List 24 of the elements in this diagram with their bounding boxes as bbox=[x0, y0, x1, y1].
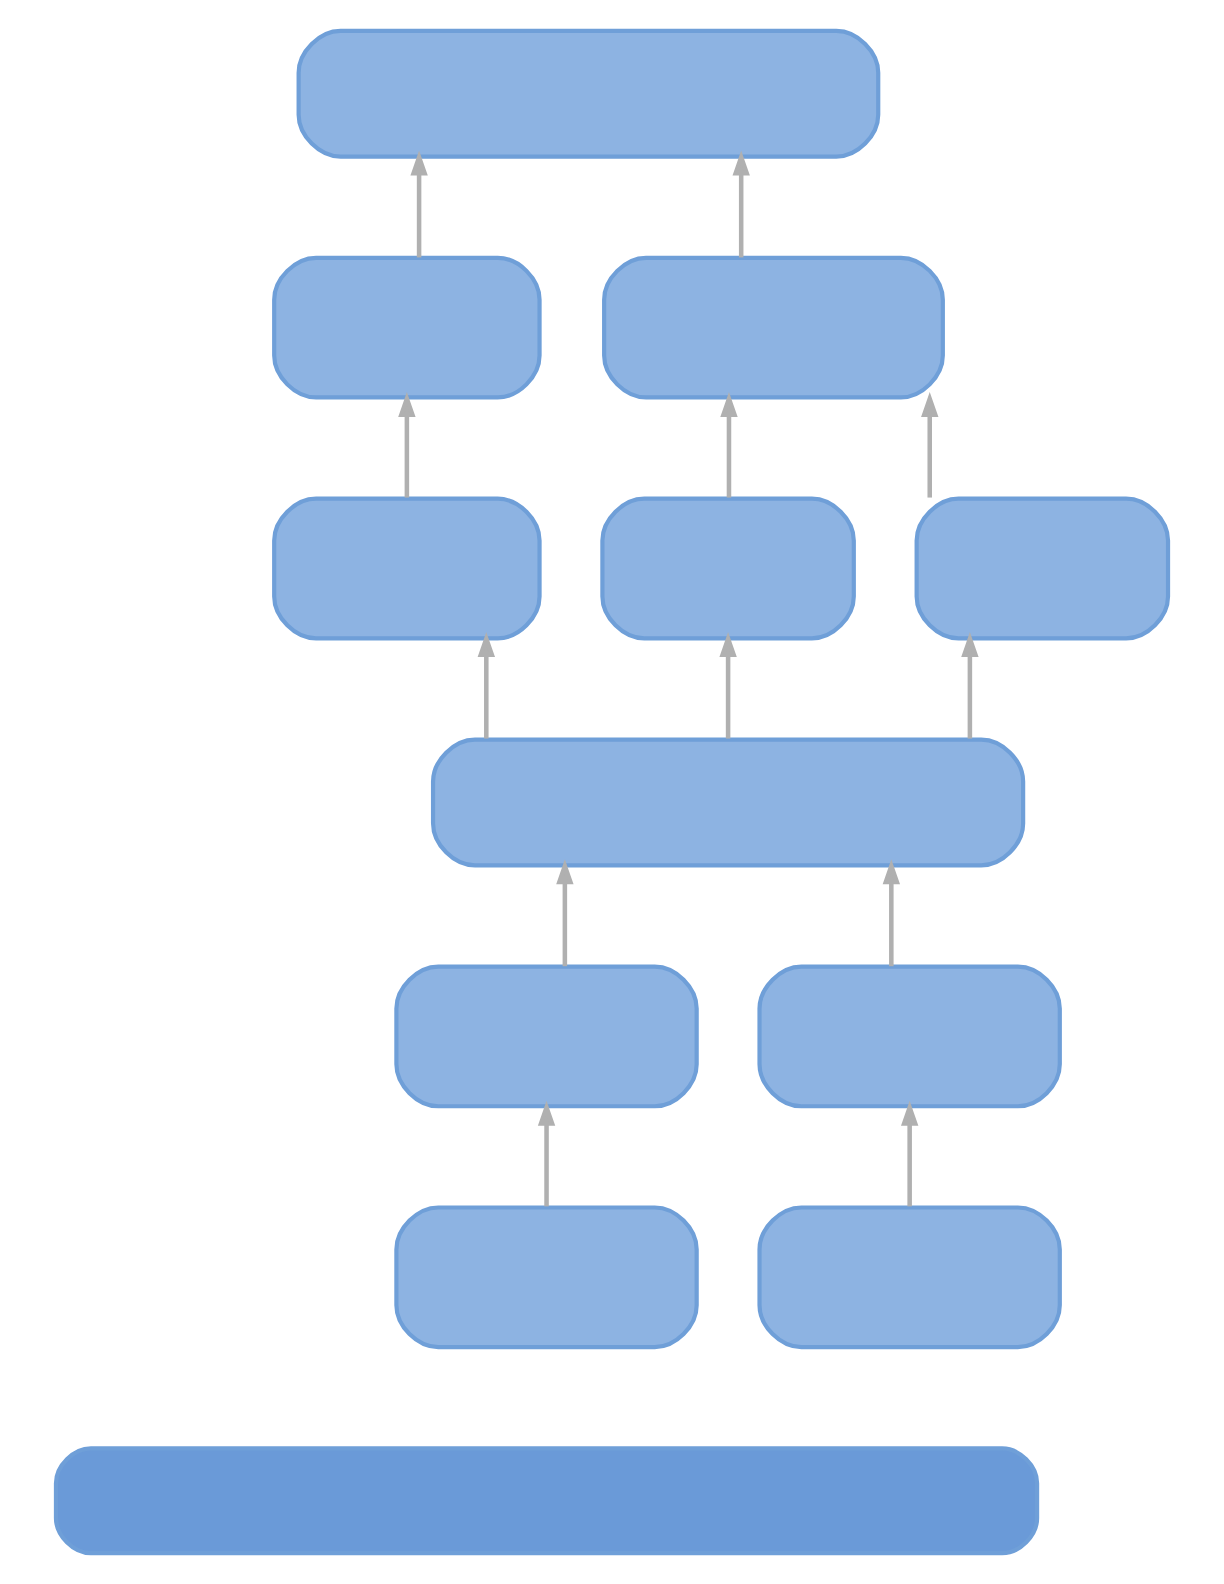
arrow bbox=[921, 392, 939, 498]
arrow bbox=[398, 392, 416, 498]
node-box bbox=[272, 255, 542, 400]
arrow bbox=[477, 632, 496, 739]
arrow bbox=[732, 150, 750, 258]
arrow bbox=[410, 150, 428, 258]
node-box bbox=[914, 496, 1171, 641]
node-box bbox=[53, 1446, 1040, 1556]
node-box bbox=[394, 1205, 699, 1350]
node-box bbox=[602, 255, 945, 400]
node-box bbox=[757, 1205, 1062, 1350]
node-box bbox=[757, 964, 1062, 1109]
arrow bbox=[719, 632, 737, 739]
node-box bbox=[296, 28, 881, 159]
arrow bbox=[537, 1100, 556, 1207]
node-box bbox=[600, 496, 856, 641]
arrow bbox=[882, 859, 901, 967]
node-box bbox=[430, 737, 1026, 868]
arrow bbox=[720, 392, 738, 498]
node-box bbox=[394, 964, 699, 1109]
arrow bbox=[901, 1100, 919, 1207]
arrow bbox=[556, 859, 574, 967]
arrow bbox=[961, 632, 979, 739]
node-box bbox=[272, 496, 542, 641]
